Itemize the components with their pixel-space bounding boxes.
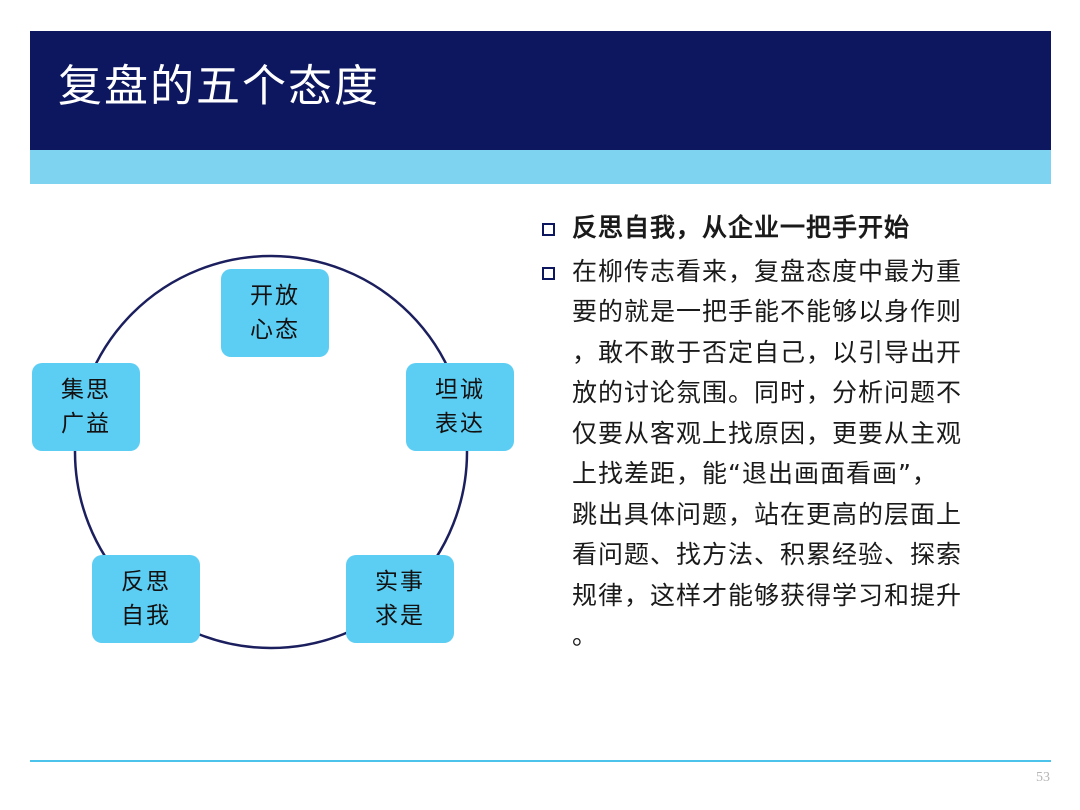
node-line: 表达 [435,411,485,437]
bullet-list: 反思自我，从企业一把手开始 在柳传志看来，复盘态度中最为重 要的就是一把手能不能… [540,208,1040,657]
bullet-line: 看问题、找方法、积累经验、探索 [572,540,963,569]
bullet-item: 反思自我，从企业一把手开始 [540,208,1040,249]
title-accent-bar [30,150,1051,184]
node-line: 坦诚 [435,377,485,403]
bullet-line: 在柳传志看来，复盘态度中最为重 [572,256,963,286]
cycle-node-collective-wisdom: 集思 广益 [32,363,140,451]
footer-divider [30,760,1051,762]
cycle-node-candid-expression: 坦诚 表达 [406,363,514,451]
bullet-line: 规律，这样才能够获得学习和提升 [572,580,963,610]
node-line: 反思 [121,569,171,595]
bullet-line: 要的就是一把手能不能够以身作则 [572,297,963,326]
bullet-line: 仅要从客观上找原因，更要从主观 [572,418,963,448]
node-line: 集思 [61,377,111,403]
square-bullet-icon [542,266,555,280]
bullet-line: 上找差距，能“退出画面看画”， [572,459,938,488]
node-line: 自我 [121,603,171,629]
bullet-line: 反思自我，从企业一把手开始 [572,213,911,242]
bullet-line: ，敢不敢于否定自己，以引导出开 [572,337,963,367]
bullet-line: 。 [572,621,599,650]
title-bar: 复盘的五个态度 [30,31,1051,150]
node-line: 实事 [375,569,425,595]
cycle-node-self-reflection: 反思 自我 [92,555,200,643]
cycle-diagram [73,254,469,650]
node-line: 求是 [375,603,425,629]
bullet-line: 跳出具体问题，站在更高的层面上 [572,499,963,529]
slide-title: 复盘的五个态度 [58,61,380,112]
node-line: 心态 [250,317,300,343]
cycle-node-seek-truth: 实事 求是 [346,555,454,643]
page-number: 53 [1036,770,1050,785]
bullet-item: 在柳传志看来，复盘态度中最为重 要的就是一把手能不能够以身作则 ，敢不敢于否定自… [540,252,1040,657]
node-line: 开放 [250,283,300,309]
node-line: 广益 [61,411,111,437]
bullet-line: 放的讨论氛围。同时，分析问题不 [572,378,963,407]
square-bullet-icon [542,223,555,236]
cycle-ring [73,254,469,650]
cycle-node-open-mindset: 开放 心态 [221,269,329,357]
